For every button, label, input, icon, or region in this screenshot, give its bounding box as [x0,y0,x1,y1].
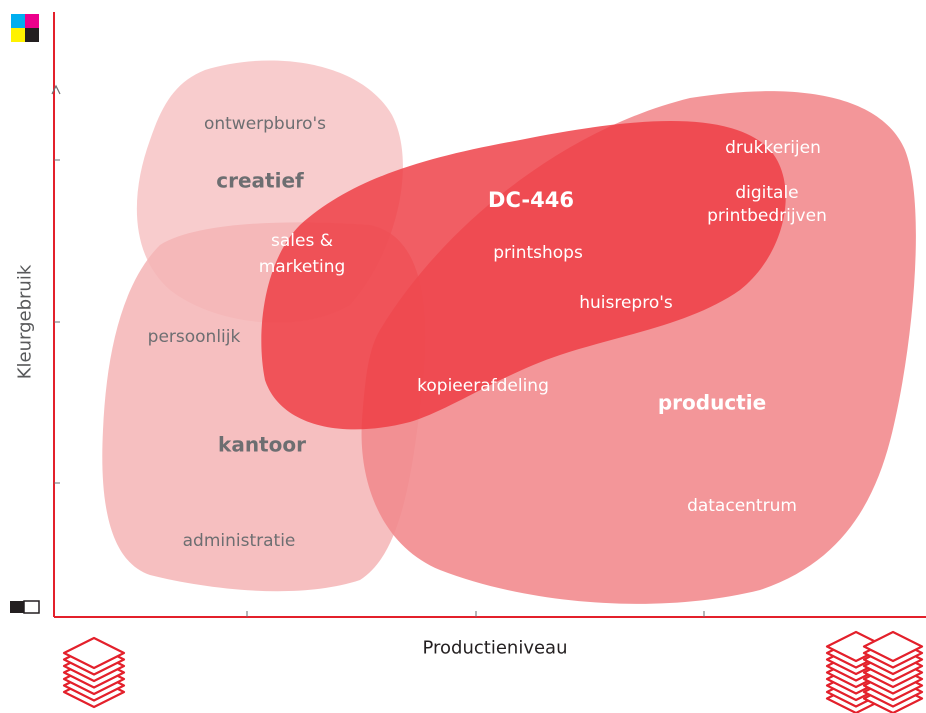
x-axis-label: Productieniveau [422,637,568,659]
y-axis-ticks [54,159,60,484]
dc446-item-kopieerafdeling: kopieerafdeling [417,376,549,397]
kantoor-title: kantoor [218,432,306,457]
productie-item-datacentrum: datacentrum [687,496,797,517]
productie-item-digitale: digitale [735,183,799,204]
creatief-item-ontwerpburos: ontwerpburo's [203,114,327,135]
creatief-item-marketing: marketing [258,257,346,278]
cmyk-swatch-icon [11,14,39,42]
productie-item-printbedrijven: printbedrijven [707,206,827,227]
dc446-region [261,121,786,430]
kantoor-item-administratie: administratie [182,531,296,552]
creatief-item-sales: sales & [271,231,333,252]
x-axis-ticks [246,611,705,617]
productie-item-drukkerijen: drukkerijen [725,138,821,159]
creatief-title: creatief [216,168,304,193]
productie-title: productie [657,390,767,415]
kantoor-item-persoonlijk: persoonlijk [147,327,241,348]
double-paper-stack-icon-second [862,630,924,713]
mono-toggle-icon [10,600,40,614]
dc446-item-huisrepros: huisrepro's [579,293,673,314]
dc446-item-printshops: printshops [493,243,583,264]
y-axis-arrow [51,84,61,95]
dc446-title: DC-446 [488,187,574,212]
y-axis-label: Kleurgebruik [14,264,36,380]
single-paper-stack-icon [62,636,126,709]
